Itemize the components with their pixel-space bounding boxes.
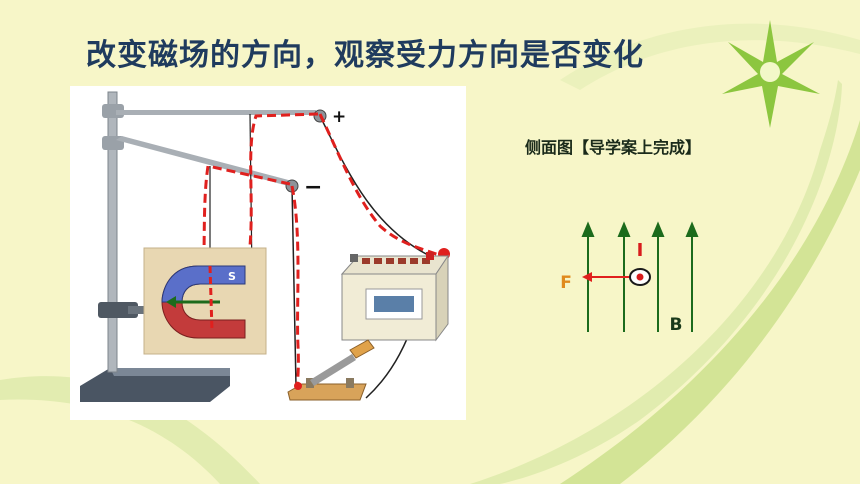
current-out-of-page-icon [629, 268, 651, 286]
magnet-inset [143, 247, 267, 355]
stand-base [80, 368, 230, 402]
battery [340, 252, 449, 342]
stand-rod [107, 91, 118, 373]
slide-title: 改变磁场的方向，观察受力方向是否变化 [86, 38, 644, 73]
positive-terminal-label: + [332, 107, 346, 127]
negative-terminal-label: − [304, 175, 322, 200]
side-view-label: 侧面图【导学案上完成】 [525, 138, 702, 157]
force-label: F [560, 273, 572, 293]
side-view-diagram: I F B [548, 220, 718, 344]
magnetic-field-lines [581, 221, 699, 332]
knife-switch [287, 339, 375, 401]
magnet-pole-label: S [228, 270, 236, 283]
upper-arm [116, 110, 316, 115]
field-label: B [670, 315, 683, 335]
apparatus-illustration: + − S [70, 86, 466, 420]
star-icon [722, 20, 820, 128]
current-label: I [637, 240, 644, 261]
